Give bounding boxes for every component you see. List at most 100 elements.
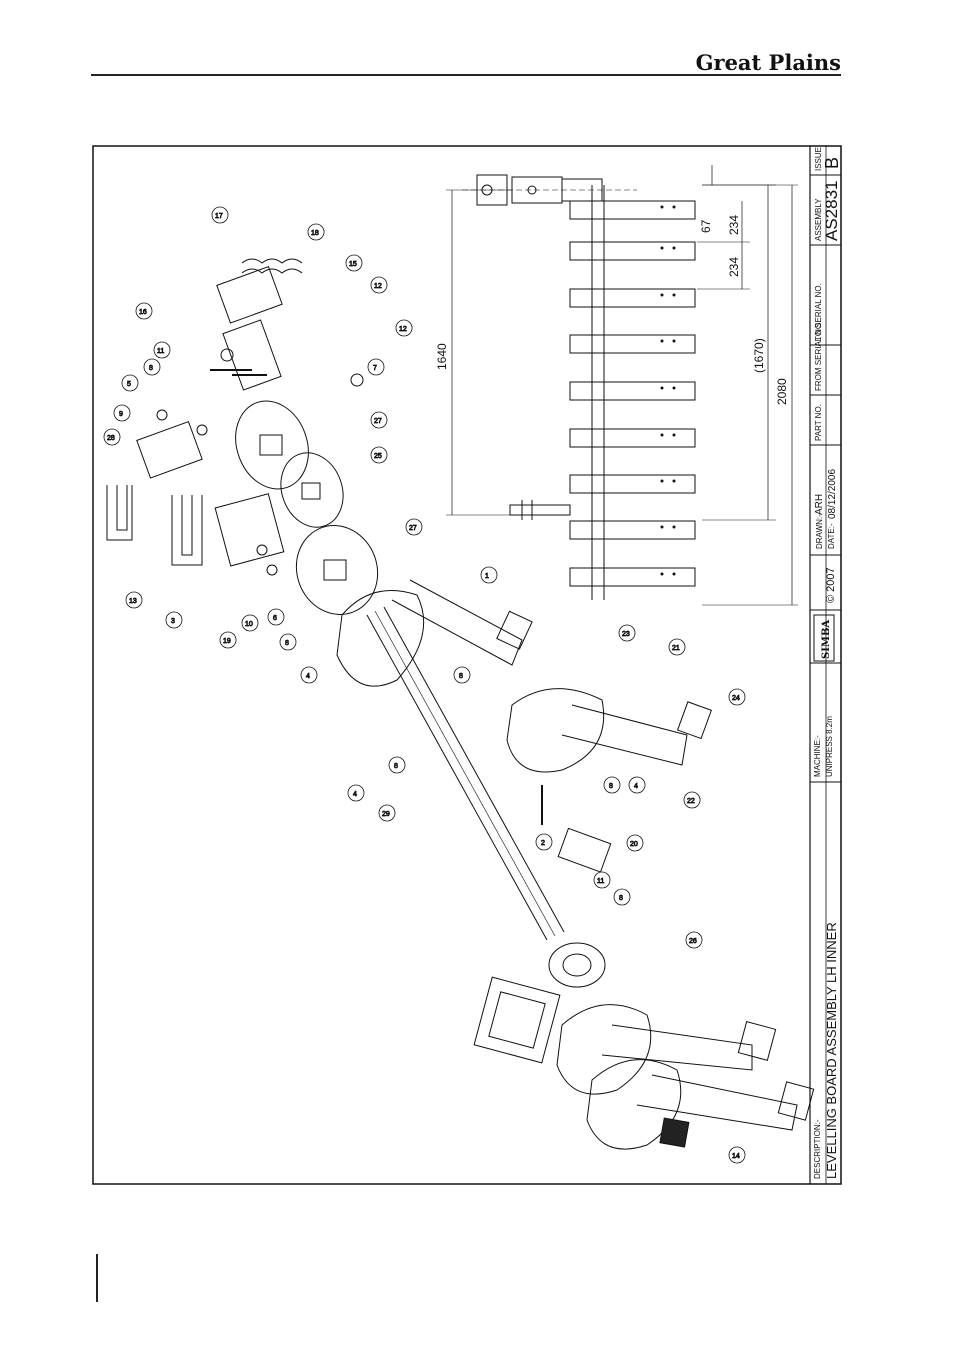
plan-view — [446, 165, 798, 606]
svg-text:14: 14 — [732, 1153, 740, 1160]
balloon-27a: 27 — [370, 411, 388, 429]
exploded-parts-main — [336, 579, 815, 1150]
dimension-67: 67 — [699, 219, 713, 233]
balloon-11b: 11 — [593, 871, 611, 889]
description-value: LEVELLING BOARD ASSEMBLY LH INNER — [824, 922, 839, 1179]
svg-text:8: 8 — [149, 365, 153, 372]
svg-text:29: 29 — [382, 811, 390, 818]
svg-text:11: 11 — [597, 878, 604, 885]
svg-text:12: 12 — [374, 283, 382, 290]
svg-text:7: 7 — [373, 365, 377, 372]
part-balloons: 1 2 3 4 4 4 5 6 7 8 8 8 8 8 8 9 10 11 11… — [103, 206, 746, 1164]
balloon-23: 23 — [618, 624, 636, 642]
balloon-11a: 11 — [153, 341, 171, 359]
svg-text:4: 4 — [634, 783, 638, 790]
svg-text:20: 20 — [630, 841, 638, 848]
svg-text:SIMBA: SIMBA — [821, 620, 832, 659]
balloon-4a: 4 — [300, 666, 318, 684]
part-no-label: PART NO. — [814, 404, 823, 441]
date-label: DATE:- — [827, 523, 836, 549]
balloon-20: 20 — [626, 834, 644, 852]
svg-text:9: 9 — [119, 411, 123, 418]
dimension-2080: 2080 — [775, 378, 789, 405]
balloon-15: 15 — [345, 254, 363, 272]
balloon-8e: 8 — [603, 776, 621, 794]
svg-text:6: 6 — [273, 615, 277, 622]
balloon-3: 3 — [165, 611, 183, 629]
balloon-16: 16 — [135, 302, 153, 320]
assembly-label: ASSEMBLY — [814, 198, 823, 241]
balloon-8b: 8 — [279, 633, 297, 651]
drawn-value: ARH — [814, 494, 825, 515]
balloon-27b: 27 — [405, 518, 423, 536]
svg-text:4: 4 — [353, 791, 357, 798]
dimension-1640: 1640 — [435, 343, 449, 370]
svg-text:28: 28 — [107, 435, 115, 442]
svg-text:23: 23 — [622, 631, 630, 638]
balloon-8d: 8 — [388, 756, 406, 774]
exploded-parts-upper — [106, 258, 379, 615]
svg-text:8: 8 — [394, 763, 398, 770]
footer-rule — [96, 1254, 98, 1302]
svg-text:17: 17 — [215, 213, 223, 220]
svg-text:3: 3 — [171, 618, 175, 625]
machine-label: MACHINE:- — [813, 735, 822, 777]
drawing-sheet: DESCRIPTION:- LEVELLING BOARD ASSEMBLY L… — [92, 145, 842, 1185]
balloon-4b: 4 — [347, 784, 365, 802]
balloon-18: 18 — [307, 223, 325, 241]
svg-text:19: 19 — [223, 638, 231, 645]
svg-text:8: 8 — [285, 640, 289, 647]
svg-text:5: 5 — [127, 381, 131, 388]
balloon-13: 13 — [125, 591, 143, 609]
balloon-8a: 8 — [143, 358, 161, 376]
assembly-value: AS2831 — [822, 181, 841, 242]
svg-text:8: 8 — [619, 895, 623, 902]
machine-value: UNIPRESS 8.2m — [825, 716, 834, 777]
balloon-12b: 12 — [395, 319, 413, 337]
balloon-9: 9 — [113, 404, 131, 422]
balloon-12a: 12 — [370, 276, 388, 294]
svg-text:21: 21 — [672, 645, 680, 652]
balloon-17: 17 — [211, 206, 229, 224]
svg-text:13: 13 — [129, 598, 137, 605]
from-serial-label: FROM SERIAL NO. — [814, 321, 823, 391]
svg-text:8: 8 — [609, 783, 613, 790]
to-serial-label: TO SERIAL NO. — [814, 283, 823, 341]
dimension-234-a: 234 — [727, 257, 741, 277]
balloon-5: 5 — [121, 374, 139, 392]
dimension-1670: (1670) — [752, 338, 766, 373]
balloon-14: 14 — [728, 1146, 746, 1164]
issue-label: ISSUE — [814, 147, 823, 171]
svg-text:25: 25 — [374, 453, 382, 460]
balloon-8f: 8 — [613, 888, 631, 906]
svg-text:12: 12 — [399, 326, 407, 333]
balloon-10: 10 — [241, 614, 259, 632]
svg-text:10: 10 — [245, 621, 253, 628]
svg-text:4: 4 — [306, 673, 310, 680]
brand-logo-text: Great Plains — [695, 50, 841, 75]
balloon-8c: 8 — [453, 666, 471, 684]
balloon-19: 19 — [219, 631, 237, 649]
svg-text:8: 8 — [459, 673, 463, 680]
svg-text:24: 24 — [732, 695, 740, 702]
svg-text:1: 1 — [485, 573, 489, 580]
balloon-7: 7 — [367, 358, 385, 376]
balloon-1: 1 — [480, 566, 498, 584]
svg-text:18: 18 — [311, 230, 319, 237]
svg-text:27: 27 — [374, 418, 382, 425]
balloon-29: 29 — [378, 804, 396, 822]
header-rule — [91, 74, 841, 76]
svg-text:2: 2 — [541, 840, 545, 847]
sheet-border — [92, 145, 842, 1185]
issue-value: B — [822, 157, 842, 169]
balloon-2: 2 — [535, 833, 553, 851]
balloon-4c: 4 — [628, 776, 646, 794]
balloon-26: 26 — [685, 931, 703, 949]
date-value: 08/12/2006 — [827, 469, 838, 519]
balloon-24: 24 — [728, 688, 746, 706]
simba-logo: SIMBA — [813, 614, 835, 662]
svg-text:15: 15 — [349, 261, 357, 268]
svg-text:16: 16 — [139, 309, 147, 316]
svg-text:22: 22 — [687, 798, 695, 805]
description-label: DESCRIPTION:- — [813, 1119, 822, 1179]
